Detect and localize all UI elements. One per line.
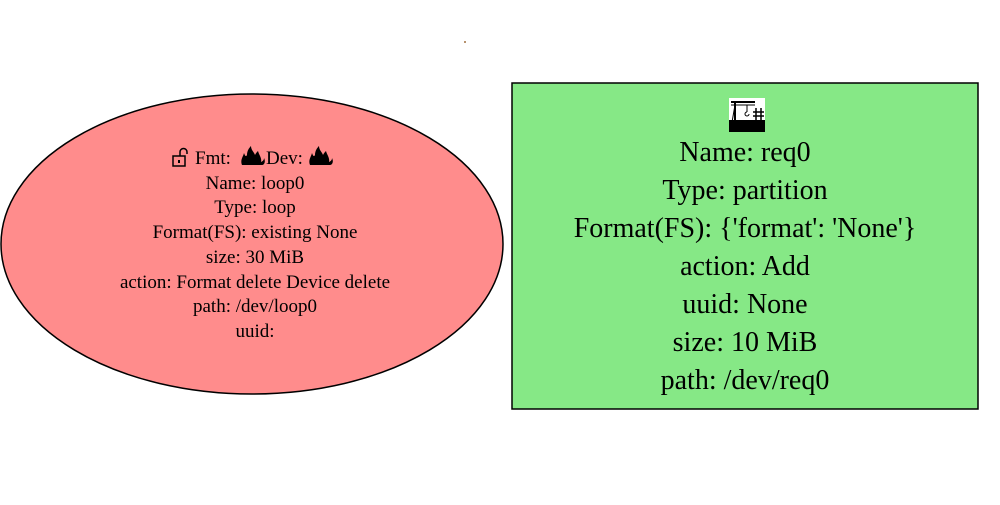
fire-icon bbox=[309, 146, 333, 165]
node-loop0-size: size: 30 MiB bbox=[206, 247, 304, 268]
node-loop0-type: Type: loop bbox=[214, 197, 296, 218]
node-req0-action: action: Add bbox=[680, 251, 810, 282]
node-req0-box bbox=[511, 82, 979, 410]
node-loop0[interactable]: Fmt: Dev: Name: loop0 Type: loop Format(… bbox=[0, 93, 504, 395]
node-loop0-name: Name: loop0 bbox=[206, 173, 305, 194]
construction-crane-icon bbox=[729, 98, 765, 132]
node-loop0-action: action: Format delete Device delete bbox=[120, 272, 390, 293]
node-req0-path: path: /dev/req0 bbox=[661, 365, 830, 396]
node-req0-size: size: 10 MiB bbox=[673, 327, 818, 358]
node-loop0-format: Format(FS): existing None bbox=[153, 222, 358, 243]
fmt-label: Fmt: bbox=[195, 148, 231, 169]
stray-dot bbox=[464, 41, 466, 43]
node-loop0-path: path: /dev/loop0 bbox=[193, 296, 317, 317]
node-req0-uuid: uuid: None bbox=[682, 289, 807, 320]
fire-icon bbox=[241, 146, 265, 165]
node-req0-format: Format(FS): {'format': 'None'} bbox=[574, 213, 917, 244]
node-req0[interactable]: Name: req0 Type: partition Format(FS): {… bbox=[511, 82, 979, 410]
node-loop0-ellipse bbox=[0, 93, 504, 395]
node-req0-type: Type: partition bbox=[662, 175, 827, 206]
node-loop0-header: Fmt: Dev: bbox=[172, 146, 333, 169]
dev-label: Dev: bbox=[266, 148, 303, 169]
node-req0-name: Name: req0 bbox=[679, 137, 810, 168]
unlocked-lock-icon bbox=[172, 147, 188, 167]
node-loop0-uuid: uuid: bbox=[235, 321, 274, 342]
